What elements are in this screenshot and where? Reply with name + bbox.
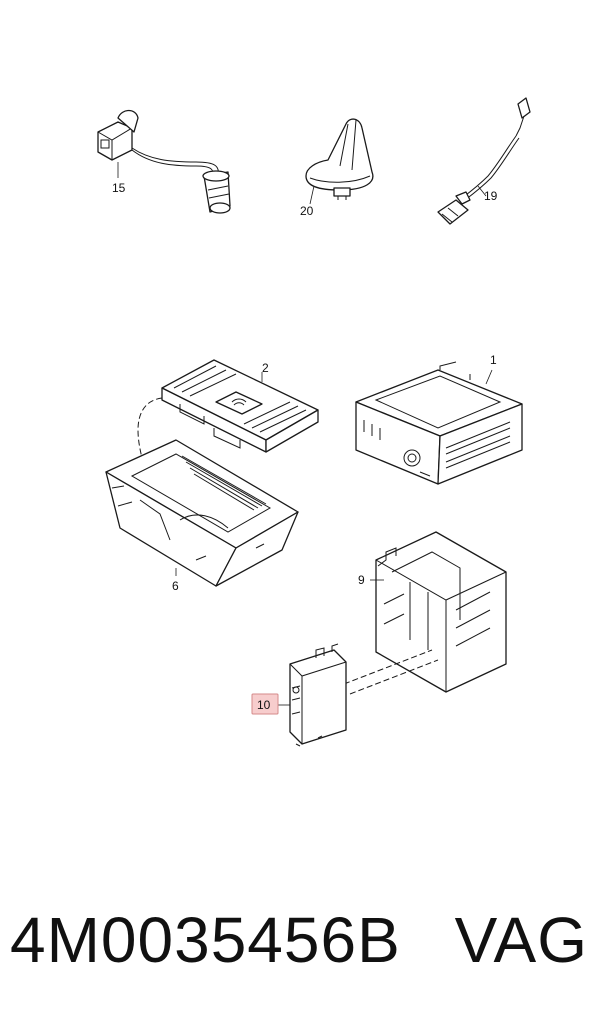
- part-19-antenna-lead: [437, 97, 531, 225]
- part-2-phone-box-insert: [161, 359, 319, 453]
- callout-19: 19: [484, 189, 498, 203]
- part-9-mounting-bracket: [370, 531, 507, 693]
- brand: VAG: [454, 904, 588, 976]
- callout-6: 6: [172, 579, 179, 593]
- part-6-storage-tray: [105, 397, 299, 587]
- part-number: 4M0035456B: [10, 904, 401, 976]
- callout-10-highlight: [251, 693, 279, 715]
- part-15-cable-connector: [97, 109, 231, 214]
- part-20-roof-antenna: [305, 118, 374, 205]
- footer: 4M0035456B VAG: [0, 895, 600, 985]
- callout-20: 20: [300, 204, 314, 218]
- callout-1: 1: [490, 353, 497, 367]
- part-10-control-module: [278, 643, 439, 747]
- callout-15: 15: [112, 181, 126, 195]
- callout-2: 2: [262, 361, 269, 375]
- callout-9: 9: [358, 573, 365, 587]
- part-1-head-unit: [355, 361, 523, 485]
- parts-diagram: 15 20 19 2: [97, 97, 531, 747]
- callout-10: 10: [257, 698, 271, 712]
